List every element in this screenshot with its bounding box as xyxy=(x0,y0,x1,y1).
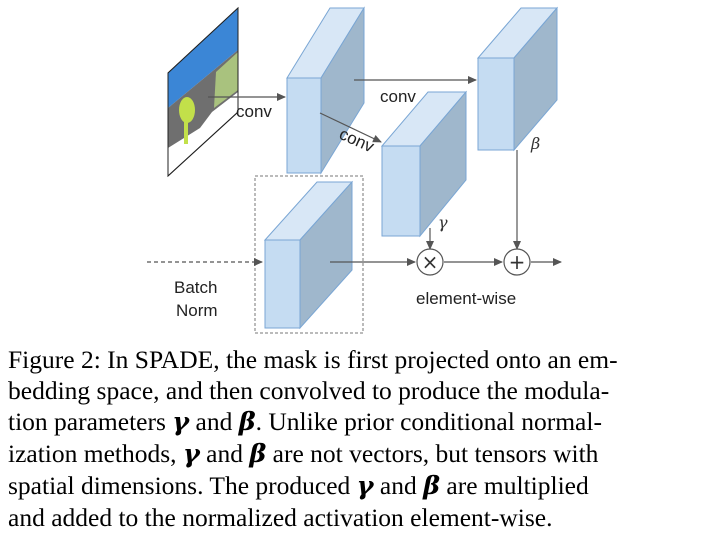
beta-block xyxy=(476,6,559,152)
caption-line: tion parameters γ and β. Unlike prior co… xyxy=(8,407,602,437)
arrows xyxy=(147,76,562,266)
add-operator: + xyxy=(503,248,531,276)
spade-diagram: × + conv conv conv γ β Batch Norm elemen… xyxy=(147,6,562,334)
label-gamma: γ xyxy=(438,213,448,232)
beta-symbol: β xyxy=(423,471,441,501)
caption-line: Figure 2: In SPADE, the mask is first pr… xyxy=(8,345,618,374)
segmentation-mask xyxy=(167,6,239,178)
label-beta: β xyxy=(530,134,540,153)
embedding-block xyxy=(286,6,365,175)
label-conv-input: conv xyxy=(236,102,272,121)
mask-tree-trunk xyxy=(184,118,188,144)
gamma-symbol: γ xyxy=(356,471,374,501)
label-conv-diag: conv xyxy=(336,124,377,156)
caption-line: bedding space, and then convolved to pro… xyxy=(8,376,610,405)
caption-line: and added to the normalized activation e… xyxy=(8,503,553,532)
gamma-symbol: γ xyxy=(172,407,190,437)
arrow-embedding-to-gamma xyxy=(319,112,382,143)
multiply-operator: × xyxy=(416,248,444,276)
gamma-block xyxy=(380,90,468,238)
caption-line: ization methods, γ and β are not vectors… xyxy=(8,439,599,469)
figure-caption: Figure 2: In SPADE, the mask is first pr… xyxy=(8,344,712,533)
label-norm: Norm xyxy=(176,301,218,320)
mask-tree-crown xyxy=(179,97,195,123)
gamma-symbol: γ xyxy=(182,439,200,469)
caption-line: spatial dimensions. The produced γ and β… xyxy=(8,471,589,501)
add-symbol: + xyxy=(509,250,526,274)
multiply-symbol: × xyxy=(422,250,439,274)
label-element-wise: element-wise xyxy=(416,289,516,308)
batch-norm-box xyxy=(254,175,364,334)
activation-block xyxy=(263,180,354,330)
beta-symbol: β xyxy=(238,407,256,437)
beta-symbol: β xyxy=(249,439,267,469)
label-conv-top: conv xyxy=(380,87,416,106)
label-batch: Batch xyxy=(174,278,217,297)
